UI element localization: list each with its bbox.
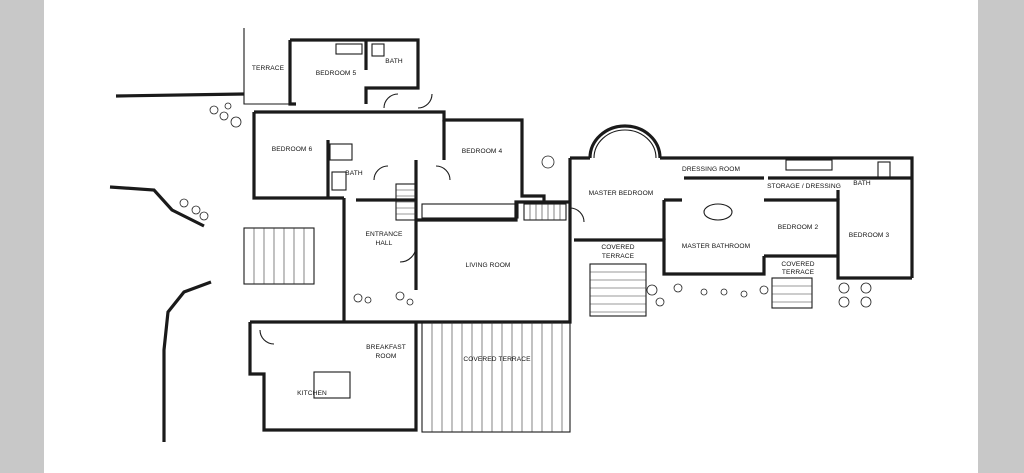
- label-bedroom5: BEDROOM 5: [316, 70, 357, 77]
- label-bedroom3: BEDROOM 3: [849, 232, 890, 239]
- label-kitchen: KITCHEN: [297, 390, 327, 397]
- planting-shrubs: [179, 102, 872, 308]
- room-labels: TERRACE BEDROOM 5 BATH BEDROOM 6 BATH BE…: [252, 58, 890, 397]
- wall-hall-divider: [414, 120, 446, 220]
- wall-kitchen: [248, 320, 418, 432]
- label-covered-terrace-right-line2: TERRACE: [782, 269, 815, 276]
- stairs: [243, 183, 813, 433]
- label-master-bathroom: MASTER BATHROOM: [682, 243, 750, 250]
- label-breakfast-line2: ROOM: [376, 353, 397, 360]
- door-hall-right: [435, 165, 451, 181]
- label-covered-terrace-mid-line1: COVERED: [601, 244, 634, 251]
- label-living-room: LIVING ROOM: [465, 262, 510, 269]
- entrance-steps: [243, 227, 315, 285]
- wall-bedroom6: [252, 110, 364, 200]
- label-terrace-top: TERRACE: [252, 65, 285, 72]
- label-covered-terrace-mid-line2: TERRACE: [602, 253, 635, 260]
- floor-plan-drawing: TERRACE BEDROOM 5 BATH BEDROOM 6 BATH BE…: [109, 28, 914, 442]
- covered-terrace-decking: [421, 321, 571, 433]
- kitchen-island: [313, 371, 351, 399]
- bath-right-wc: [877, 161, 891, 179]
- stone-wall-top: [115, 92, 245, 98]
- master-terrace-steps: [589, 263, 647, 317]
- floor-plan-sheet: TERRACE BEDROOM 5 BATH BEDROOM 6 BATH BE…: [44, 0, 978, 473]
- master-bedroom-bay-inner: [593, 129, 657, 159]
- wall-master-bottom: [568, 158, 766, 276]
- door-kitchen: [259, 329, 275, 345]
- stone-wall-curved: [162, 280, 212, 442]
- bath-left-wc: [329, 143, 353, 161]
- label-master-bedroom: MASTER BEDROOM: [589, 190, 654, 197]
- wall-bedroom5-block: [290, 38, 420, 104]
- right-margin-band: [978, 0, 1024, 473]
- wall-entrance: [342, 198, 416, 322]
- label-bath-right: BATH: [853, 180, 871, 187]
- label-entrance-hall-line1: ENTRANCE: [365, 231, 403, 238]
- wall-bedroom2-3: [764, 198, 912, 280]
- master-bathtub: [703, 203, 733, 221]
- living-room-steps: [523, 203, 567, 221]
- door-bedroom5: [383, 93, 399, 109]
- master-bedroom-bay: [588, 124, 662, 159]
- bath-left-shower: [331, 171, 347, 191]
- door-master: [569, 207, 585, 223]
- door-hall-left: [373, 165, 389, 181]
- door-bedroom5-b: [417, 93, 433, 109]
- label-bath-top: BATH: [385, 58, 403, 65]
- label-bedroom2: BEDROOM 2: [778, 224, 819, 231]
- wall-bedroom5-left: [288, 40, 296, 106]
- bath-bedroom5-vanity: [335, 43, 363, 55]
- exterior-walls: [243, 28, 914, 432]
- living-sofa: [421, 203, 519, 219]
- stone-wall-middle: [109, 185, 205, 228]
- label-bedroom4: BEDROOM 4: [462, 148, 503, 155]
- covered-terrace-right-steps: [771, 277, 813, 309]
- wall-master-divider: [662, 198, 682, 240]
- storage-shelf: [785, 159, 833, 171]
- wall-living-top: [414, 200, 570, 290]
- bath-top-wc: [371, 43, 385, 57]
- terrace-outline: [243, 28, 290, 105]
- door-entrance: [399, 245, 417, 263]
- label-covered-terrace-right-line1: COVERED: [781, 261, 814, 268]
- label-storage-dressing: STORAGE / DRESSING: [767, 183, 841, 190]
- left-margin-band: [0, 0, 44, 473]
- wall-master-top: [570, 156, 914, 278]
- label-covered-terrace-main: COVERED TERRACE: [463, 356, 531, 363]
- wall-bedroom2-bottom: [764, 190, 840, 258]
- label-entrance-hall-line2: HALL: [376, 240, 393, 247]
- bathroom-fixtures: [313, 43, 891, 399]
- stone-garden-walls: [109, 92, 245, 442]
- label-bedroom6: BEDROOM 6: [272, 146, 313, 153]
- label-breakfast-line1: BREAKFAST: [366, 344, 406, 351]
- label-dressing-room: DRESSING ROOM: [682, 166, 740, 173]
- wall-bedroom4: [364, 110, 546, 202]
- label-bath-left: BATH: [345, 170, 363, 177]
- door-swings: [259, 93, 585, 345]
